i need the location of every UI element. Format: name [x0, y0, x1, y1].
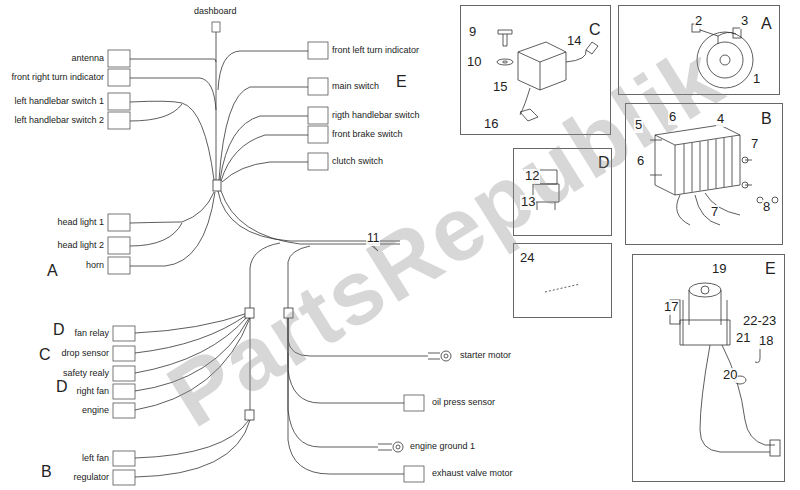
callout-number: 19	[711, 262, 727, 277]
connector-label: clutch switch	[332, 156, 383, 166]
callout-number: 21	[735, 331, 751, 346]
callout-number: 8	[762, 200, 771, 215]
connector-label: rigth handlebar switch	[332, 110, 420, 120]
callout-number: 22-23	[742, 314, 777, 329]
callout-number: 2	[694, 14, 703, 29]
callout-number: 11	[366, 232, 380, 246]
callout-number: 5	[634, 118, 643, 133]
fin-stroke	[716, 139, 717, 188]
figure-panel: 24	[513, 243, 612, 318]
connector-label: fan relay	[74, 328, 109, 338]
group-letter: D	[55, 378, 69, 396]
callout-number: 12	[524, 169, 540, 184]
callout-number: 6	[668, 110, 677, 125]
connector-label: engine	[82, 405, 109, 415]
panel-letter: A	[761, 16, 772, 32]
callout-number: 3	[740, 14, 749, 29]
fin-stroke	[708, 140, 709, 189]
connector-label: head light 2	[57, 240, 104, 250]
callout-number: 4	[716, 112, 725, 127]
fin-stroke	[700, 142, 701, 191]
connector-label: front brake switch	[332, 129, 403, 139]
connector-label: antenna	[71, 53, 104, 63]
connector-label: drop sensor	[61, 348, 109, 358]
panel-letter: C	[589, 22, 601, 38]
figure-panel: E	[632, 254, 785, 482]
connector-label: left handlebar switch 1	[14, 96, 104, 106]
connector-label: head light 1	[57, 217, 104, 227]
connector-label: left fan	[82, 453, 109, 463]
group-letter: D	[52, 321, 66, 339]
fin-stroke	[684, 144, 685, 193]
connector-label: right fan	[76, 386, 109, 396]
callout-number: 15	[492, 80, 508, 95]
group-letter: C	[38, 346, 52, 364]
connector-label: starter motor	[460, 350, 511, 360]
callout-number: 20	[722, 368, 738, 383]
callout-number: 1	[752, 72, 761, 87]
connector-label: left handlebar switch 2	[14, 115, 104, 125]
callout-number: 18	[758, 334, 774, 349]
callout-number: 9	[468, 25, 477, 40]
callout-number: 10	[466, 55, 482, 70]
connector-label: front left turn indicator	[332, 45, 419, 55]
watermark: PartsRepublik	[151, 26, 741, 448]
panel-letter: 24	[520, 250, 534, 266]
fin-stroke	[692, 143, 693, 192]
connector-label: oil press sensor	[432, 397, 495, 407]
connector-label: safety realy	[63, 368, 109, 378]
connector-label: horn	[86, 260, 104, 270]
connector-label: engine ground 1	[410, 441, 475, 451]
fin-stroke	[724, 138, 725, 187]
group-letter: B	[40, 463, 53, 481]
panel-letter: E	[765, 261, 776, 277]
group-letter: A	[46, 262, 59, 280]
callout-number: 7	[750, 137, 759, 152]
callout-number: 13	[520, 195, 536, 210]
callout-number: 7	[710, 205, 719, 220]
panel-letter: B	[761, 111, 772, 127]
connector-label: main switch	[332, 81, 379, 91]
fin-stroke	[732, 137, 733, 186]
connector-label: front right turn indicator	[11, 72, 104, 82]
callout-number: 16	[483, 117, 499, 132]
callout-number: 17	[663, 300, 679, 315]
connector-label: dashboard	[194, 6, 237, 16]
connector-label: regulator	[73, 472, 109, 482]
callout-number: 14	[566, 34, 582, 49]
callout-number: 6	[636, 154, 645, 169]
connector-label: exhaust valve motor	[432, 468, 513, 478]
group-letter: E	[395, 73, 408, 91]
